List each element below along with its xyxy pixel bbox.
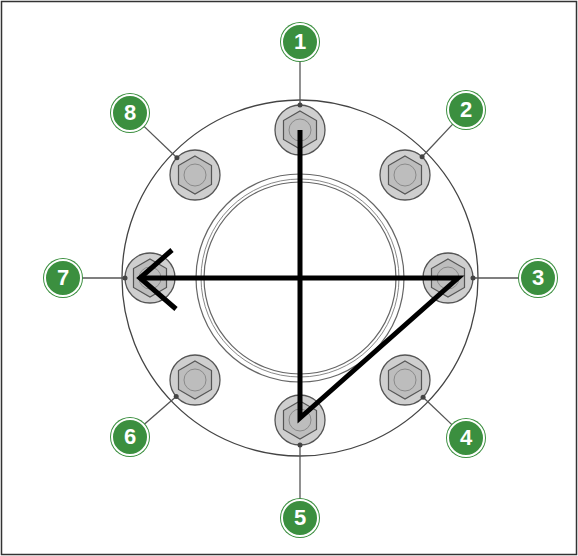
leader-dot [123,276,128,281]
bolt-head [389,156,422,194]
leader-dot [420,154,425,159]
bolt-washer [380,355,430,405]
callout-number: 2 [460,99,472,121]
callout-number: 3 [532,267,544,289]
leader-line [144,397,177,426]
callout-circle: 2 [447,91,485,129]
callout-circle: 6 [111,418,149,456]
leader-dot [174,394,179,399]
leader-dot [471,276,476,281]
leader-dot [174,155,179,160]
bolt-face [184,369,206,391]
bolt [380,150,430,200]
leader-line [422,123,454,157]
leader-line [143,125,177,157]
bolt-washer [380,150,430,200]
callout-circle: 3 [519,259,557,297]
bolt [380,355,430,405]
leader-line [423,397,453,425]
leader-dot [421,395,426,400]
bolt-face [184,164,206,186]
callout-number: 5 [294,507,306,529]
callout-number: 6 [124,426,136,448]
bolt-washer [170,355,220,405]
sequence-arrow [140,130,458,418]
flange-outline [122,100,478,456]
bolt-head [179,361,212,399]
leader-dots [123,103,476,448]
callout-circle: 1 [281,23,319,61]
callout-circle: 8 [111,94,149,132]
callout-number: 7 [57,267,69,289]
bolt [170,150,220,200]
leader-dot [298,103,303,108]
callout-number: 8 [124,102,136,124]
callout-circle: 5 [281,499,319,537]
leader-lines [81,60,520,500]
callout-number: 4 [460,427,472,449]
bolt-washer [170,150,220,200]
bolt-head [389,361,422,399]
callout-circle: 7 [44,259,82,297]
bolt-head [179,156,212,194]
sequence-arrowhead [140,250,176,309]
leader-line [299,60,300,105]
bolt [170,355,220,405]
leader-line [81,277,125,278]
callout-number: 1 [294,31,306,53]
callout-circle: 4 [447,419,485,457]
leader-line [473,277,520,278]
bolt-face [394,164,416,186]
bolts [125,105,473,445]
bolt-face [394,369,416,391]
leader-line [299,445,300,500]
leader-dot [298,443,303,448]
